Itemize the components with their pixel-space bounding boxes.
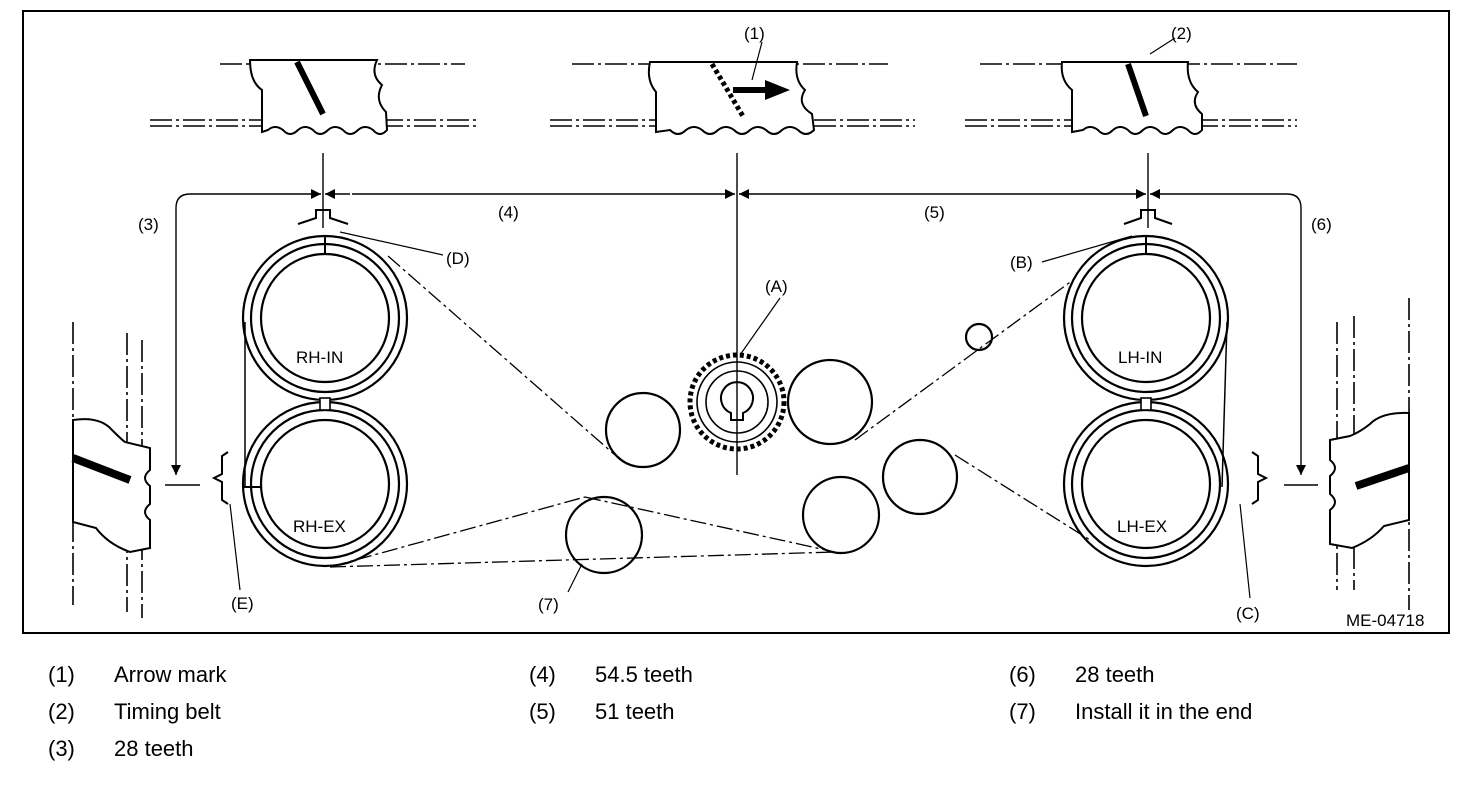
legend-text: Arrow mark	[114, 662, 227, 687]
pulley-label-lh-ex: LH-EX	[1117, 517, 1167, 536]
legend-item-7: (7) Install it in the end	[1009, 693, 1449, 730]
timing-belt-path	[329, 255, 1091, 568]
legend-item-5: (5) 51 teeth	[529, 693, 949, 730]
pulley-label-rh-in: RH-IN	[296, 348, 343, 367]
timing-belt-diagram: (1) (2) (3) (4) (5) (6) (7) (A) (B) (C) …	[22, 10, 1450, 634]
callout-7: (7)	[538, 595, 559, 614]
figure-code: ME-04718	[1346, 611, 1424, 630]
legend-text: 28 teeth	[1075, 662, 1155, 687]
timing-marks	[211, 209, 1269, 505]
cam-side-view-left	[71, 322, 151, 618]
callout-4: (4)	[498, 203, 519, 222]
idler-pulleys	[564, 322, 994, 575]
legend-text: 51 teeth	[595, 699, 675, 724]
legend-text: Timing belt	[114, 699, 221, 724]
legend-item-6: (6) 28 teeth	[1009, 656, 1449, 693]
callout-e: (E)	[231, 594, 254, 613]
belt-right-straight	[1221, 321, 1228, 488]
legend-text: Install it in the end	[1075, 699, 1253, 724]
legend-text: 54.5 teeth	[595, 662, 693, 687]
sprocket-lh-ex	[1062, 400, 1230, 568]
pulley-label-rh-ex: RH-EX	[293, 517, 346, 536]
rh-sprocket-link	[319, 397, 331, 411]
callout-a: (A)	[765, 277, 788, 296]
callout-c: (C)	[1236, 604, 1260, 623]
callout-5: (5)	[924, 203, 945, 222]
belt-detail-lh	[965, 37, 1297, 135]
cam-side-view-right	[1329, 298, 1411, 610]
legend-num: (1)	[48, 662, 75, 687]
legend-column-1: (1) Arrow mark (2) Timing belt (3) 28 te…	[48, 656, 468, 767]
legend-num: (3)	[48, 736, 75, 761]
diagram-frame	[22, 10, 1450, 634]
legend-num: (6)	[1009, 662, 1036, 687]
belt-detail-crank	[550, 61, 915, 135]
legend-column-3: (6) 28 teeth (7) Install it in the end	[1009, 656, 1449, 730]
callout-1: (1)	[744, 24, 765, 43]
lh-sprocket-link	[1140, 397, 1152, 411]
legend-num: (2)	[48, 699, 75, 724]
legend-column-2: (4) 54.5 teeth (5) 51 teeth	[529, 656, 949, 730]
legend-item-1: (1) Arrow mark	[48, 656, 468, 693]
tooth-count-dimensions	[165, 153, 1318, 486]
pulley-label-lh-in: LH-IN	[1118, 348, 1162, 367]
callout-6: (6)	[1311, 215, 1332, 234]
legend-item-3: (3) 28 teeth	[48, 730, 468, 767]
belt-detail-rh	[150, 59, 480, 135]
legend-text: 28 teeth	[114, 736, 194, 761]
leader-lines	[229, 41, 1251, 599]
callout-2: (2)	[1171, 24, 1192, 43]
sprocket-lh-in	[1062, 234, 1230, 402]
sprocket-rh-ex	[241, 400, 409, 568]
callout-3: (3)	[138, 215, 159, 234]
legend-num: (5)	[529, 699, 556, 724]
legend-num: (4)	[529, 662, 556, 687]
legend-item-2: (2) Timing belt	[48, 693, 468, 730]
legend-item-4: (4) 54.5 teeth	[529, 656, 949, 693]
callout-b: (B)	[1010, 253, 1033, 272]
crank-sprocket	[687, 352, 787, 452]
callout-d: (D)	[446, 249, 470, 268]
legend-num: (7)	[1009, 699, 1036, 724]
sprocket-rh-in	[241, 234, 409, 402]
